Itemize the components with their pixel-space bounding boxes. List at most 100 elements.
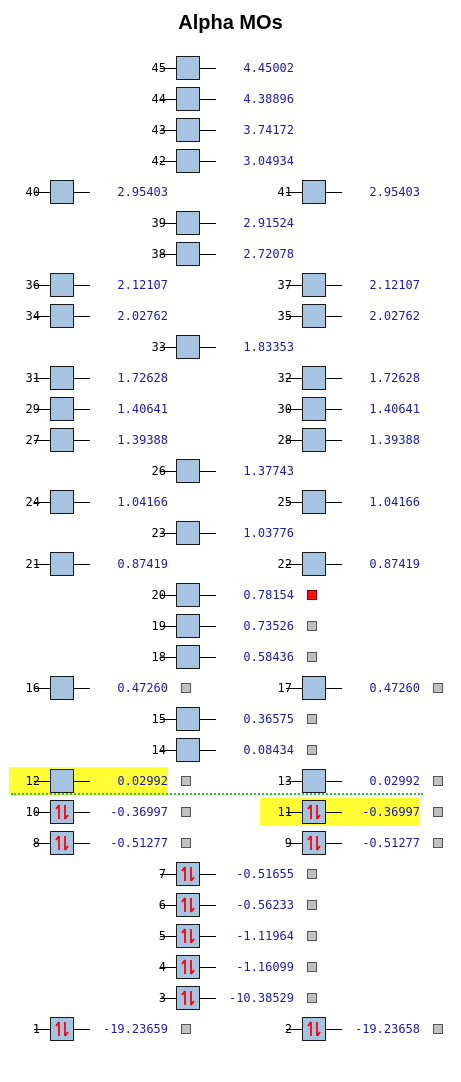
orbital-10-box[interactable]: [50, 800, 74, 824]
orbital-energy: 1.04166: [117, 495, 168, 509]
orbital-36-box[interactable]: [50, 273, 74, 297]
orbital-number: 25: [277, 495, 292, 509]
orbital-32-box[interactable]: [302, 366, 326, 390]
orbital-27-box[interactable]: [50, 428, 74, 452]
orbital-level-line: [74, 378, 90, 379]
orbital-14-box[interactable]: [176, 738, 200, 762]
orbital-1-box[interactable]: [50, 1017, 74, 1041]
orbital-level-line: [286, 378, 302, 379]
orbital-2-box[interactable]: [302, 1017, 326, 1041]
square-marker-icon[interactable]: [307, 962, 317, 972]
orbital-24-box[interactable]: [50, 490, 74, 514]
orbital-number: 11: [277, 805, 292, 819]
orbital-number: 44: [151, 92, 166, 106]
orbital-energy: -0.51277: [362, 836, 420, 850]
orbital-energy: 1.40641: [117, 402, 168, 416]
square-marker-icon[interactable]: [307, 652, 317, 662]
square-marker-icon[interactable]: [307, 621, 317, 631]
square-marker-icon[interactable]: [433, 838, 443, 848]
square-marker-icon[interactable]: [307, 900, 317, 910]
orbital-energy: 1.72628: [369, 371, 420, 385]
orbital-level-line: [160, 936, 176, 937]
square-marker-icon[interactable]: [181, 1024, 191, 1034]
orbital-6-box[interactable]: [176, 893, 200, 917]
orbital-energy: 1.40641: [369, 402, 420, 416]
orbital-35-box[interactable]: [302, 304, 326, 328]
orbital-42-box[interactable]: [176, 149, 200, 173]
orbital-level-line: [200, 998, 216, 999]
square-marker-icon[interactable]: [307, 931, 317, 941]
square-marker-icon[interactable]: [181, 776, 191, 786]
orbital-number: 24: [25, 495, 40, 509]
orbital-level-line: [200, 533, 216, 534]
square-marker-icon[interactable]: [307, 714, 317, 724]
orbital-energy: 0.02992: [369, 774, 420, 788]
orbital-12-box[interactable]: [50, 769, 74, 793]
orbital-level-line: [286, 316, 302, 317]
orbital-level-line: [286, 564, 302, 565]
orbital-45-box[interactable]: [176, 56, 200, 80]
square-marker-icon[interactable]: [181, 838, 191, 848]
orbital-31-box[interactable]: [50, 366, 74, 390]
orbital-number: 30: [277, 402, 292, 416]
orbital-13-box[interactable]: [302, 769, 326, 793]
orbital-energy: 1.83353: [243, 340, 294, 354]
orbital-number: 37: [277, 278, 292, 292]
orbital-7-box[interactable]: [176, 862, 200, 886]
orbital-15-box[interactable]: [176, 707, 200, 731]
orbital-level-line: [286, 1029, 302, 1030]
orbital-level-line: [160, 471, 176, 472]
square-marker-icon[interactable]: [307, 745, 317, 755]
orbital-20-box[interactable]: [176, 583, 200, 607]
orbital-30-box[interactable]: [302, 397, 326, 421]
orbital-17-box[interactable]: [302, 676, 326, 700]
orbital-25-box[interactable]: [302, 490, 326, 514]
orbital-44-box[interactable]: [176, 87, 200, 111]
orbital-39-box[interactable]: [176, 211, 200, 235]
orbital-28-box[interactable]: [302, 428, 326, 452]
orbital-4-box[interactable]: [176, 955, 200, 979]
orbital-number: 45: [151, 61, 166, 75]
square-marker-icon[interactable]: [307, 993, 317, 1003]
orbital-19-box[interactable]: [176, 614, 200, 638]
orbital-34-box[interactable]: [50, 304, 74, 328]
orbital-level-line: [74, 192, 90, 193]
orbital-energy: 3.74172: [243, 123, 294, 137]
orbital-43-box[interactable]: [176, 118, 200, 142]
orbital-number: 29: [25, 402, 40, 416]
orbital-37-box[interactable]: [302, 273, 326, 297]
orbital-38-box[interactable]: [176, 242, 200, 266]
square-marker-icon[interactable]: [307, 869, 317, 879]
square-marker-icon[interactable]: [433, 776, 443, 786]
orbital-3-box[interactable]: [176, 986, 200, 1010]
orbital-33-box[interactable]: [176, 335, 200, 359]
square-marker-icon[interactable]: [433, 683, 443, 693]
orbital-21-box[interactable]: [50, 552, 74, 576]
orbital-40-box[interactable]: [50, 180, 74, 204]
orbital-level-line: [326, 316, 342, 317]
orbital-5-box[interactable]: [176, 924, 200, 948]
square-marker-icon[interactable]: [181, 807, 191, 817]
orbital-18-box[interactable]: [176, 645, 200, 669]
orbital-22-box[interactable]: [302, 552, 326, 576]
orbital-energy: 2.02762: [117, 309, 168, 323]
orbital-16-box[interactable]: [50, 676, 74, 700]
homo-lumo-gap-line: [11, 793, 423, 795]
orbital-9-box[interactable]: [302, 831, 326, 855]
square-marker-icon[interactable]: [433, 807, 443, 817]
orbital-23-box[interactable]: [176, 521, 200, 545]
orbital-29-box[interactable]: [50, 397, 74, 421]
orbital-11-box[interactable]: [302, 800, 326, 824]
orbital-level-line: [160, 905, 176, 906]
orbital-26-box[interactable]: [176, 459, 200, 483]
orbital-level-line: [160, 99, 176, 100]
orbital-8-box[interactable]: [50, 831, 74, 855]
orbital-level-line: [34, 192, 50, 193]
orbital-level-line: [34, 285, 50, 286]
square-marker-icon[interactable]: [181, 683, 191, 693]
orbital-level-line: [286, 688, 302, 689]
orbital-level-line: [286, 843, 302, 844]
orbital-41-box[interactable]: [302, 180, 326, 204]
square-marker-icon[interactable]: [433, 1024, 443, 1034]
square-marker-icon[interactable]: [307, 590, 317, 600]
